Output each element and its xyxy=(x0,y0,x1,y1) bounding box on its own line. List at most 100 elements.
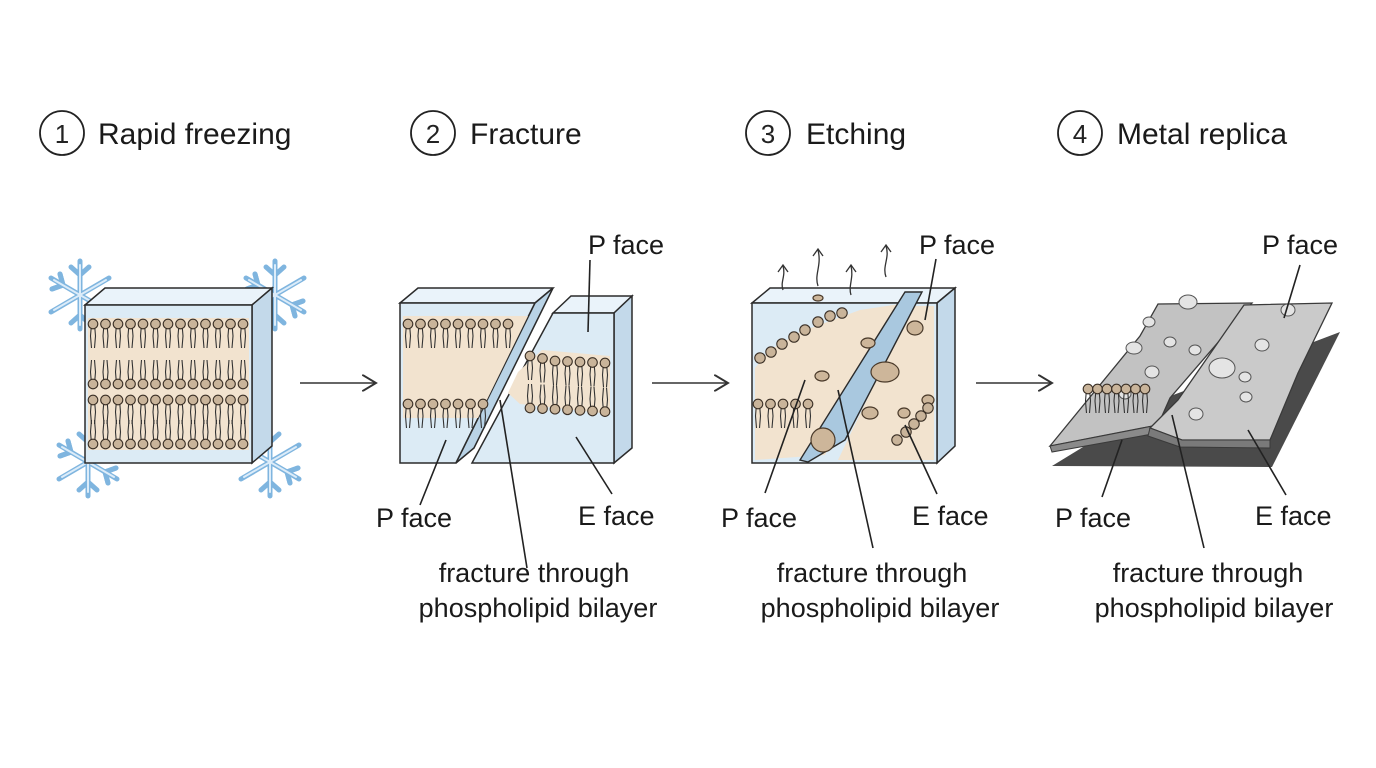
step-title-3: 3 Etching xyxy=(745,110,906,156)
pointer-line xyxy=(764,379,806,494)
phospholipid xyxy=(587,386,598,417)
phospholipid-bilayer xyxy=(752,307,934,446)
phospholipid xyxy=(150,318,161,349)
step-number: 2 xyxy=(426,119,440,149)
phospholipid xyxy=(490,318,501,349)
phospholipid xyxy=(112,318,124,349)
phospholipid xyxy=(87,359,99,390)
membrane-particle xyxy=(776,338,788,350)
caption-line-1: fracture through xyxy=(439,558,630,588)
phospholipid xyxy=(765,398,776,429)
p-face-label: P face xyxy=(376,503,452,533)
phospholipid xyxy=(415,398,426,429)
phospholipid xyxy=(562,356,573,386)
step-title-4: 4 Metal replica xyxy=(1057,110,1287,156)
phospholipid xyxy=(212,359,224,390)
phospholipid xyxy=(524,350,536,381)
phospholipid xyxy=(562,385,573,416)
right-block-side xyxy=(613,294,633,465)
phospholipid xyxy=(225,318,236,349)
step-number-circle xyxy=(39,110,85,156)
phospholipid-bilayer xyxy=(524,350,611,417)
phospholipid xyxy=(175,359,186,390)
phospholipid xyxy=(125,419,136,450)
membrane-particle xyxy=(812,316,824,328)
p-face-label: P face xyxy=(1055,503,1131,533)
etched-block-top xyxy=(749,287,958,304)
caption-line-2: phospholipid bilayer xyxy=(761,593,1000,623)
phospholipid xyxy=(175,318,186,349)
pointer-line xyxy=(419,439,447,506)
phospholipid xyxy=(440,318,451,349)
phospholipid xyxy=(212,419,224,450)
phospholipid xyxy=(465,318,476,349)
phospholipid xyxy=(125,318,136,349)
membrane-particle xyxy=(908,418,920,430)
phospholipid xyxy=(187,419,199,450)
phospholipid xyxy=(440,398,451,429)
phospholipid xyxy=(175,419,186,450)
phospholipid xyxy=(477,318,489,349)
phospholipid xyxy=(150,419,161,450)
phospholipid xyxy=(137,318,149,349)
caption-line-2: phospholipid bilayer xyxy=(1095,593,1334,623)
phospholipid xyxy=(175,394,186,425)
phospholipid xyxy=(574,386,586,416)
phospholipid xyxy=(137,419,149,450)
phospholipid xyxy=(200,359,211,390)
panel-etching: P face P face E face fracture through ph… xyxy=(721,230,999,623)
ice-block-side xyxy=(251,286,273,465)
left-block-top xyxy=(397,287,556,304)
p-face-label: P face xyxy=(1262,230,1338,260)
phospholipid xyxy=(112,419,124,450)
phospholipid xyxy=(802,398,814,429)
step-title-text: Etching xyxy=(806,118,906,151)
membrane-particle xyxy=(754,352,766,364)
phospholipid xyxy=(137,359,149,390)
membrane-particle xyxy=(922,402,934,414)
phospholipid xyxy=(777,398,789,429)
panel-rapid-freezing xyxy=(51,261,304,496)
phospholipid xyxy=(752,398,764,429)
pointer-line xyxy=(1283,264,1301,319)
step-number: 1 xyxy=(55,119,69,149)
phospholipid xyxy=(427,318,439,349)
phospholipid xyxy=(212,394,224,425)
phospholipid xyxy=(599,357,611,388)
phospholipid xyxy=(162,394,174,425)
e-face-label: E face xyxy=(912,501,989,531)
step-title-text: Rapid freezing xyxy=(98,118,291,151)
step-number: 3 xyxy=(761,119,775,149)
protein-particles xyxy=(810,294,935,453)
panel-fracture: P face P face E face fracture through ph… xyxy=(376,230,664,623)
pointer-line xyxy=(924,258,937,321)
phospholipid xyxy=(549,385,561,415)
phospholipid xyxy=(537,353,548,383)
caption-line-1: fracture through xyxy=(777,558,968,588)
ice-block-top xyxy=(82,287,275,306)
phospholipid-bilayer xyxy=(1082,383,1151,414)
caption-line-2: phospholipid bilayer xyxy=(419,593,658,623)
phospholipid xyxy=(162,359,174,390)
membrane-particle xyxy=(824,310,836,322)
membrane-particle xyxy=(915,410,927,422)
step-number-circle xyxy=(410,110,456,156)
phospholipid xyxy=(574,356,586,387)
phospholipid xyxy=(587,357,598,387)
phospholipid xyxy=(524,383,536,414)
pointer-line xyxy=(837,389,874,549)
phospholipid xyxy=(225,359,236,390)
phospholipid xyxy=(87,318,99,349)
step-title-text: Metal replica xyxy=(1117,118,1287,151)
pointer-line xyxy=(1171,414,1205,549)
p-face-label: P face xyxy=(721,503,797,533)
phospholipid xyxy=(237,318,249,349)
phospholipid xyxy=(477,398,489,429)
pointer-line xyxy=(499,399,528,569)
vapor-arrows xyxy=(777,243,892,296)
pointer-line xyxy=(575,436,613,495)
step-title-text: Fracture xyxy=(470,118,582,151)
phospholipid xyxy=(100,419,111,450)
phospholipid xyxy=(402,318,414,349)
